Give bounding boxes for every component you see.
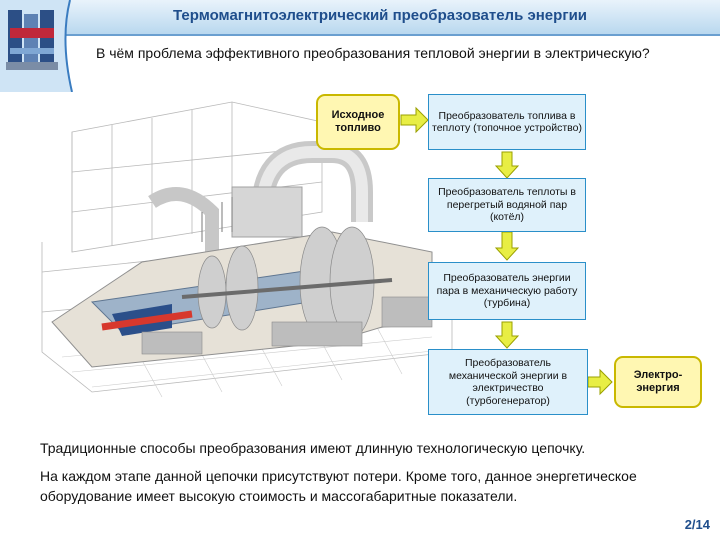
slide-title: Термомагнитоэлектрический преобразовател… [172,7,588,24]
header-divider [60,34,720,36]
question-text: В чём проблема эффективного преобразован… [96,45,650,61]
logo-icon [0,0,73,92]
step-work-to-electricity: Преобразователь механической энергии в э… [428,349,588,415]
step-heat-to-steam: Преобразователь теплоты в перегретый вод… [428,178,586,232]
output-electricity-box: Электро-энергия [614,356,702,408]
step-steam-to-work: Преобразователь энергии пара в механичес… [428,262,586,320]
step-fuel-to-heat: Преобразователь топлива в теплоту (топоч… [428,94,586,150]
paragraph-chain: Традиционные способы преобразования имею… [40,440,586,456]
paragraph-losses: На каждом этапе данной цепочки присутств… [40,468,637,504]
input-fuel-box: Исходное топливо [316,94,400,150]
page-number: 2/14 [684,517,710,532]
header-bar [0,0,720,34]
turbine-illustration [41,101,453,398]
